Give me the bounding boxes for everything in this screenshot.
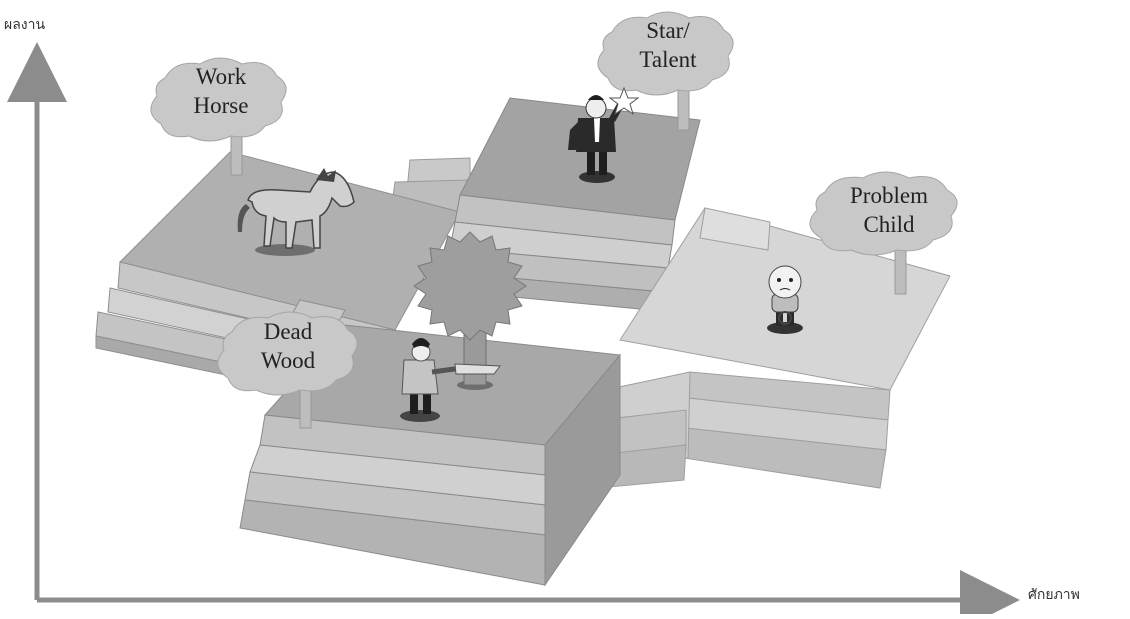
label-work-horse-line-1: Work	[146, 62, 296, 91]
label-work-horse: Work Horse	[146, 62, 296, 120]
child-icon	[767, 266, 803, 334]
label-dead-wood-line-1: Dead	[213, 317, 363, 346]
x-axis-label: ศักยภาพ	[1028, 584, 1080, 606]
label-problem-child-line-2: Child	[814, 210, 964, 239]
label-star-talent: Star/ Talent	[593, 16, 743, 74]
label-dead-wood: Dead Wood	[213, 317, 363, 375]
label-problem-child: Problem Child	[814, 181, 964, 239]
label-star-talent-line-2: Talent	[593, 45, 743, 74]
label-work-horse-line-2: Horse	[146, 91, 296, 120]
label-star-talent-line-1: Star/	[593, 16, 743, 45]
y-axis-label: ผลงาน	[4, 14, 45, 36]
label-dead-wood-line-2: Wood	[213, 346, 363, 375]
label-problem-child-line-1: Problem	[814, 181, 964, 210]
